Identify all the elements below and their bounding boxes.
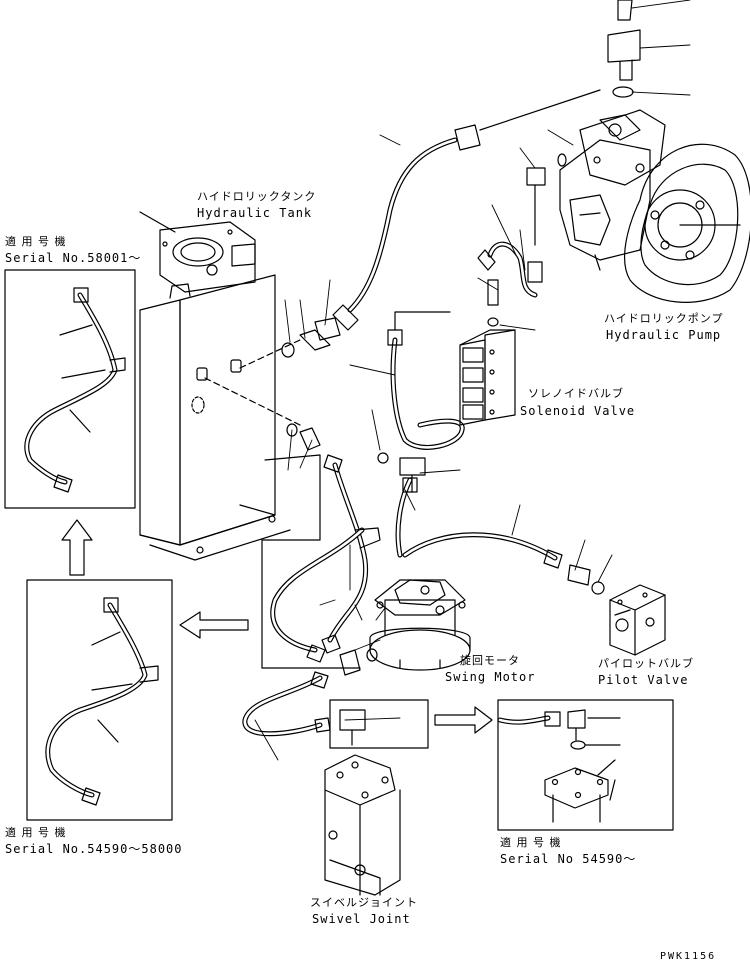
solenoid-return-hose [388, 312, 462, 447]
label-solenoid-valve-en: Solenoid Valve [520, 404, 636, 418]
hydraulic-tank [140, 212, 290, 560]
leader-lines [255, 0, 690, 760]
arrow-right [435, 707, 492, 733]
swing-motor-hoses [262, 455, 380, 668]
arrow-left [180, 612, 248, 638]
label-hydraulic-pump-jp: ハイドロリックポンプ [604, 312, 724, 325]
solenoid-valve [460, 330, 515, 425]
drawing-code: PWK1156 [660, 951, 717, 962]
inset-serial-58001 [5, 270, 135, 508]
hydraulic-pump [560, 110, 750, 302]
serial-bottom-right-title: 適 用 号 機 [500, 836, 562, 849]
pilot-valve-hose [398, 478, 562, 568]
label-swivel-joint-jp: スイベルジョイント [310, 896, 418, 909]
inset-swivel-fitting [500, 710, 620, 822]
arrow-up [62, 520, 92, 575]
inset-hose-top [27, 288, 125, 492]
label-hydraulic-pump-en: Hydraulic Pump [606, 328, 722, 342]
suction-hose [333, 90, 600, 330]
serial-bottom-right: Serial No 54590～ [500, 852, 637, 866]
label-swing-motor-en: Swing Motor [445, 670, 536, 684]
label-hydraulic-tank-en: Hydraulic Tank [197, 206, 313, 220]
inset-serial-54590-right [498, 700, 673, 830]
pilot-valve [610, 585, 665, 655]
serial-top: Serial No.58001～ [5, 251, 142, 265]
inset-hose-bottom [48, 598, 158, 805]
tank-dashed-leaders [205, 340, 300, 425]
label-pilot-valve-jp: パイロットバルブ [598, 657, 694, 670]
fittings [282, 0, 640, 745]
inset-serial-54590-58000 [27, 580, 172, 820]
label-hydraulic-tank-jp: ハイドロリックタンク [197, 190, 317, 203]
label-swing-motor-jp: 旋回モータ [460, 654, 520, 667]
label-pilot-valve-en: Pilot Valve [598, 673, 689, 687]
label-swivel-joint-en: Swivel Joint [312, 912, 411, 926]
inset-swivel-detail [330, 700, 428, 748]
pump-to-solenoid-hose [478, 185, 542, 295]
swivel-joint [325, 755, 400, 895]
swing-motor [370, 580, 470, 670]
serial-top-title: 適 用 号 機 [5, 235, 67, 248]
serial-bottom-left: Serial No.54590～58000 [5, 842, 183, 856]
serial-bottom-left-title: 適 用 号 機 [5, 826, 67, 839]
label-solenoid-valve-jp: ソレノイドバルブ [528, 387, 624, 400]
